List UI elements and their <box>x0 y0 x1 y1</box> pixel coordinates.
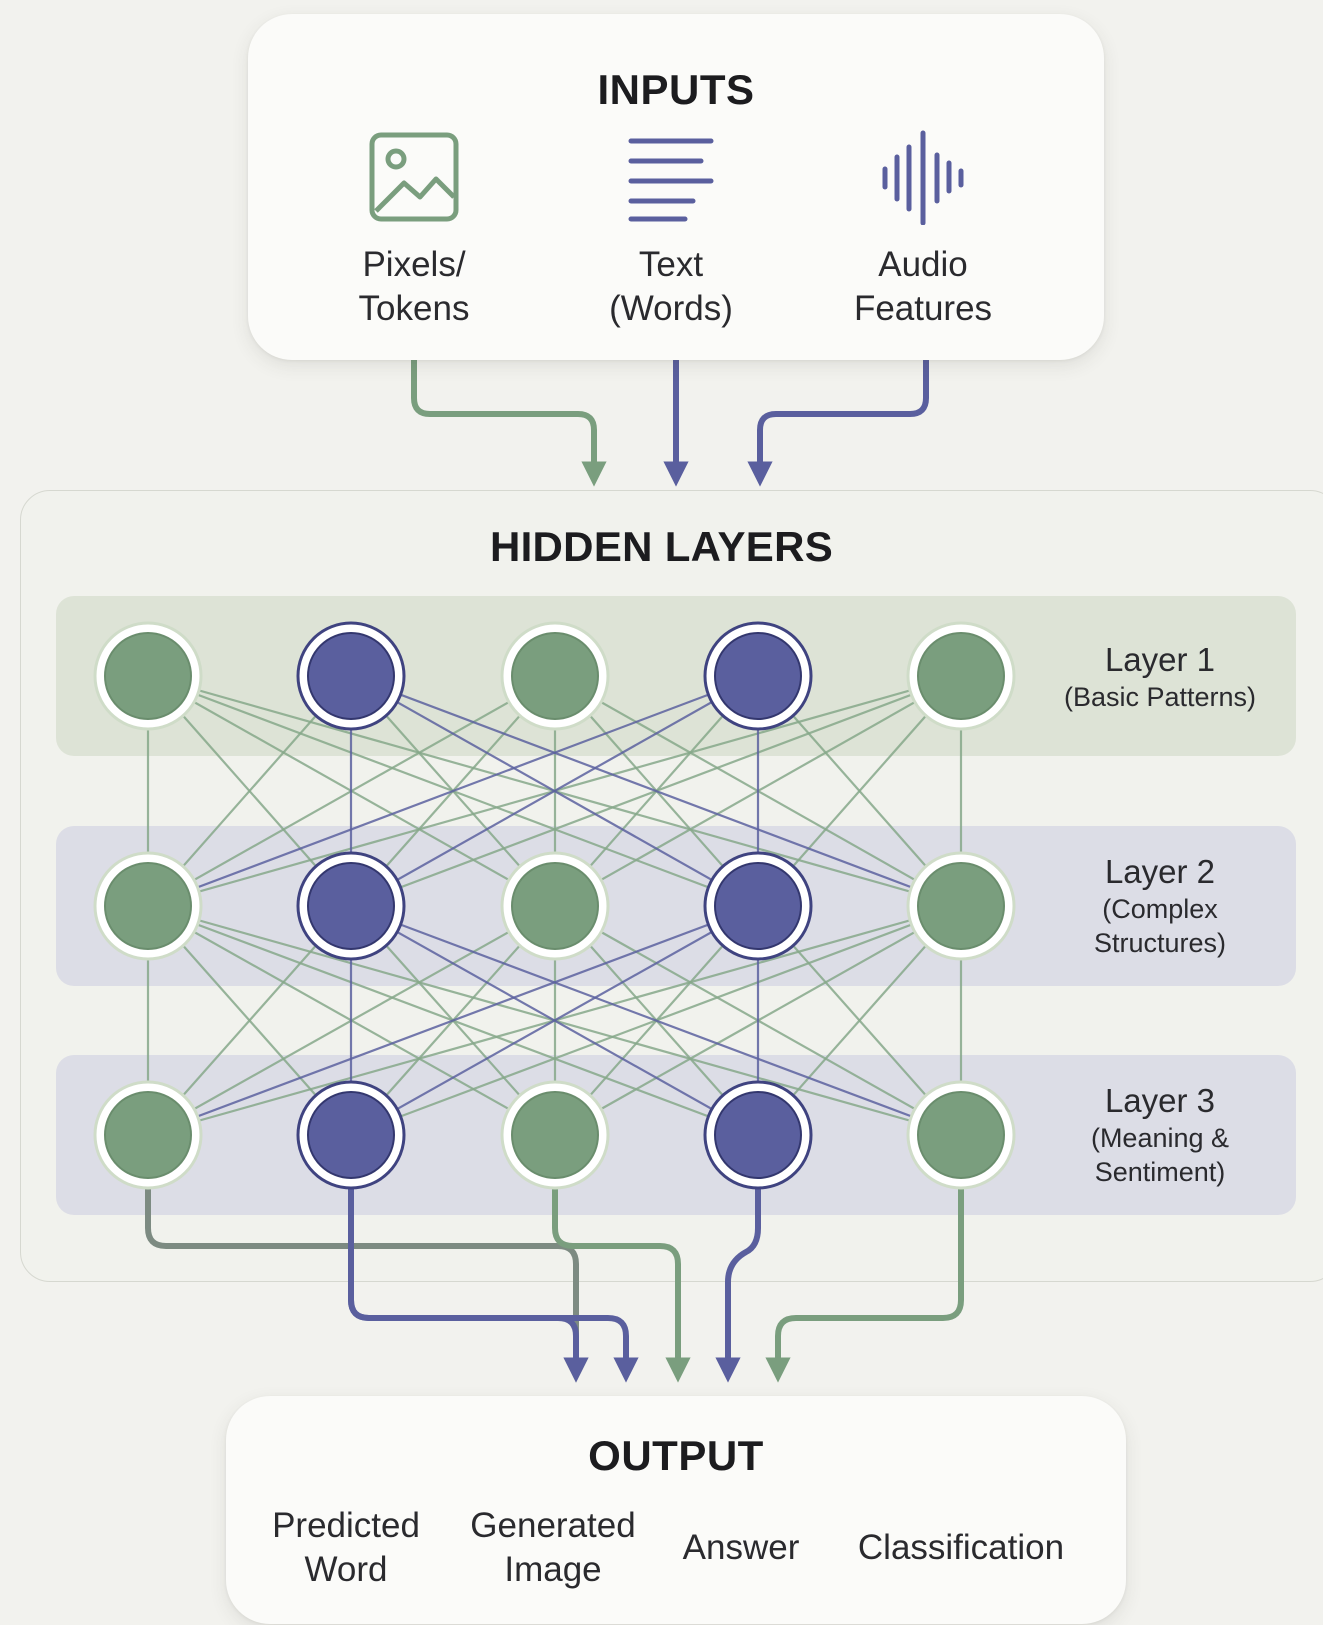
output-label-line1: Classification <box>857 1528 1065 1567</box>
inputs-card: INPUTS Pixels/ Tokens <box>248 14 1104 360</box>
node-core <box>714 1091 802 1179</box>
node-core <box>104 862 192 950</box>
output-generated-image: Generated Image <box>458 1504 648 1592</box>
output-flow-arrow <box>348 1188 639 1383</box>
output-answer: Answer <box>666 1526 816 1570</box>
layer-description: (Basic Patterns) <box>1063 682 1257 712</box>
layer-description: Sentiment) <box>1094 1157 1226 1187</box>
node-core <box>104 632 192 720</box>
neuron-node <box>906 1080 1016 1190</box>
layer-3-band <box>56 1055 1296 1215</box>
output-label-line1: Answer <box>682 1528 800 1567</box>
hidden-layers-title: HIDDEN LAYERS <box>489 523 834 570</box>
input-label-line2: Tokens <box>358 289 470 328</box>
layer-description: Structures) <box>1093 928 1227 958</box>
output-flow-arrow <box>765 1188 964 1383</box>
output-title: OUTPUT <box>588 1432 764 1479</box>
output-flow-arrow <box>715 1188 761 1383</box>
layer-1-label: Layer 1 (Basic Patterns) <box>1040 640 1280 714</box>
neuron-node <box>296 1080 406 1190</box>
node-core <box>511 632 599 720</box>
text-lines-icon <box>623 129 719 225</box>
output-label-line1: Generated <box>470 1506 636 1545</box>
neuron-node <box>500 1080 610 1190</box>
connection-line <box>350 674 962 908</box>
neuron-node <box>500 851 610 961</box>
neuron-node <box>93 621 203 731</box>
input-audio-features: Audio Features <box>808 129 1038 331</box>
node-core <box>714 632 802 720</box>
connection-line <box>350 675 759 907</box>
node-core <box>917 632 1005 720</box>
node-core <box>917 1091 1005 1179</box>
output-flow-arrow <box>145 1188 589 1383</box>
output-predicted-word: Predicted Word <box>256 1504 436 1592</box>
output-label-line1: Predicted <box>272 1506 420 1545</box>
neuron-nodes <box>93 621 1016 1190</box>
node-core <box>511 862 599 950</box>
output-flow-arrow <box>348 1188 589 1383</box>
node-core <box>104 1091 192 1179</box>
connection-line <box>147 904 759 1137</box>
layer-3-label: Layer 3 (Meaning & Sentiment) <box>1040 1081 1280 1189</box>
input-label-line1: Audio <box>878 245 968 284</box>
layer-name: Layer 3 <box>1104 1082 1216 1119</box>
connection-line <box>147 674 759 908</box>
layer-2-band <box>56 826 1296 986</box>
neuron-node <box>703 621 813 731</box>
node-core <box>307 862 395 950</box>
neuron-node <box>703 1080 813 1190</box>
connection-line <box>350 904 962 1137</box>
output-label-line2: Image <box>504 1550 602 1589</box>
output-items: Predicted Word Generated Image Answer Cl… <box>226 1504 1126 1604</box>
input-flow-arrow <box>747 360 929 487</box>
connection-line <box>350 905 759 1136</box>
neuron-node <box>703 851 813 961</box>
layer-description: (Meaning & <box>1090 1123 1230 1153</box>
output-card: OUTPUT Predicted Word Generated Image An… <box>226 1396 1126 1624</box>
node-core <box>511 1091 599 1179</box>
flow-arrows <box>145 360 964 1383</box>
neuron-node <box>296 621 406 731</box>
layer-name: Layer 1 <box>1104 641 1216 678</box>
audio-waveform-icon <box>875 129 971 226</box>
layer-1-band <box>56 596 1296 756</box>
input-text-words: Text (Words) <box>556 129 786 331</box>
image-icon <box>366 129 462 225</box>
output-classification: Classification <box>826 1526 1096 1570</box>
input-label-line1: Text <box>638 245 704 284</box>
output-flow-arrow <box>552 1188 691 1383</box>
input-label-line1: Pixels/ <box>362 245 466 284</box>
neuron-node <box>906 621 1016 731</box>
node-core <box>307 1091 395 1179</box>
neuron-node <box>93 851 203 961</box>
neuron-node <box>500 621 610 731</box>
input-flow-arrow <box>411 360 607 487</box>
layer-name: Layer 2 <box>1104 853 1216 890</box>
inputs-title: INPUTS <box>597 66 755 113</box>
layer-2-label: Layer 2 (Complex Structures) <box>1040 852 1280 960</box>
input-pixels-tokens: Pixels/ Tokens <box>299 129 529 331</box>
node-core <box>714 862 802 950</box>
neuron-node <box>93 1080 203 1190</box>
layer-description: (Complex <box>1102 894 1218 924</box>
node-core <box>917 862 1005 950</box>
neuron-node <box>906 851 1016 961</box>
output-label-line2: Word <box>304 1550 388 1589</box>
input-label-line2: Features <box>853 289 993 328</box>
node-core <box>307 632 395 720</box>
neuron-node <box>296 851 406 961</box>
input-label-line2: (Words) <box>609 289 733 328</box>
